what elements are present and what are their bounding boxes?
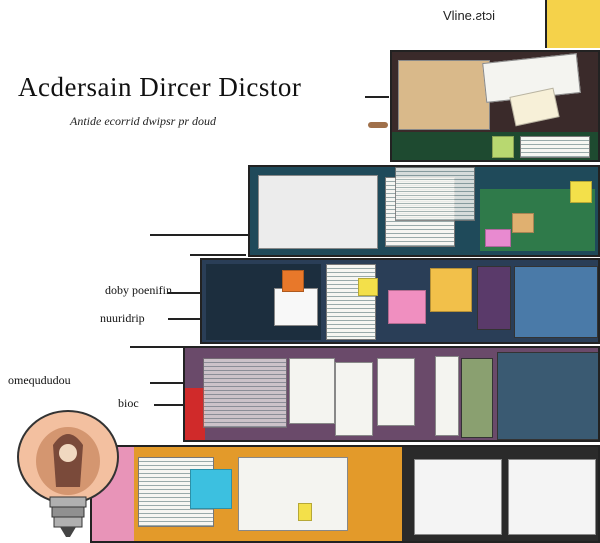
tier-5-yellow-note (298, 503, 312, 521)
tier-1-panel (390, 50, 600, 162)
corner-label: Vline.ƨtɔi (443, 8, 496, 23)
tier-3-list-sheet (326, 264, 376, 340)
tier-5-panel (90, 445, 600, 543)
page-subtitle: Antide ecorrid dwipsr pr doud (70, 114, 216, 128)
tier-3-panel (200, 258, 600, 344)
lightbulb-icon (17, 410, 119, 537)
tier-3-white-sheet (274, 288, 318, 326)
tier-5-chart-sheet-b (508, 459, 596, 535)
tier-4-document-d (435, 356, 459, 436)
tier-2-leader-line (150, 234, 248, 236)
tier-4-document-c (377, 358, 415, 426)
tier-2-label: doby poenifin (105, 283, 172, 297)
tier-3-photo-figure (477, 266, 511, 330)
tier-2-pink-note (485, 229, 511, 247)
tier-3-orange-note (282, 270, 304, 292)
tier-3-yellow-note (358, 278, 378, 296)
corner-panel (545, 0, 600, 48)
tier-5-cyan-note (190, 469, 232, 509)
tier-4-leader-line (150, 382, 183, 384)
tier-2-paper-stack (258, 175, 378, 249)
tier-4-document-a (289, 358, 335, 424)
tier-2-panel (248, 165, 600, 257)
tier-1-text-block (520, 136, 590, 158)
tier-1-scroll-ornament (368, 122, 388, 128)
tier-3-leader-line (168, 292, 200, 294)
tier-2-sublabel: nuuridrip (100, 311, 145, 325)
title-leader-line (365, 96, 389, 98)
tier-3-photo-board (514, 266, 598, 338)
tier-3-pink-note (388, 290, 426, 324)
tier-1-green-note (492, 136, 514, 158)
tier-4-photo-strip (461, 358, 493, 438)
tier-5-chart-sheet-a (414, 459, 502, 535)
tier-4-document-b (335, 362, 373, 436)
tier-4-leader-line-b (154, 404, 183, 406)
tier-3-sublabel: bioc (118, 396, 139, 410)
tier-4-red-block (185, 388, 205, 440)
tier-4-landscape-photo (497, 352, 598, 440)
tier-4-text-panel (203, 358, 287, 428)
tier-4-panel (183, 346, 600, 442)
tier-1-collage-card (398, 60, 490, 130)
tier-2-notes-middle (395, 167, 475, 221)
tier-2-yellow-note (570, 181, 592, 203)
tier-3-leader-line-b (168, 318, 200, 320)
tier-3-leader-line-c (130, 346, 200, 348)
tier-2-photo-note (512, 213, 534, 233)
tier-2-leader-line-b (190, 254, 246, 256)
tier-3-collage-notes (430, 268, 472, 312)
tier-5-diagram-sheet (238, 457, 348, 531)
tier-3-label: omeqududou (8, 373, 71, 387)
page-title: Acdersain Dircer Dicstor (18, 72, 302, 102)
